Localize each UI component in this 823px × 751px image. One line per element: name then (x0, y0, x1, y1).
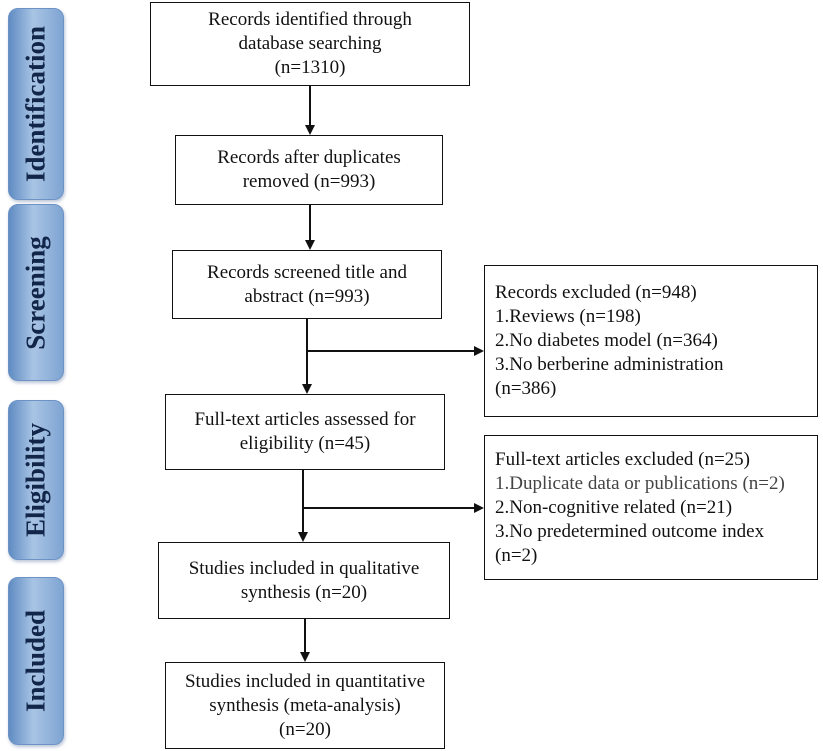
box-quantitative: Studies included in quantitative synthes… (165, 662, 445, 749)
phase-screening: Screening (8, 204, 64, 381)
records-excluded-title: Records excluded (n=948) (495, 282, 697, 303)
box-qualitative: Studies included in qualitative synthesi… (158, 542, 450, 619)
records-excluded-item: 1.Reviews (n=198) (495, 306, 641, 327)
full-text-excluded-item: 1.Duplicate data or publications (n=2) (495, 472, 785, 494)
full-text-excluded-title: Full-text articles excluded (n=25) (495, 448, 750, 470)
box-quantitative-text: Studies included in quantitative synthes… (184, 670, 426, 740)
records-excluded-item: 2.No diabetes model (n=364) (495, 330, 718, 351)
phase-identification: Identification (8, 8, 64, 200)
records-excluded-item: 3.No berberine administration (n=386) (495, 354, 724, 399)
box-records-excluded: Records excluded (n=948) 1.Reviews (n=19… (484, 265, 818, 417)
box-records-screened-text: Records screened title and abstract (n=9… (207, 261, 407, 307)
box-records-screened: Records screened title and abstract (n=9… (172, 250, 442, 319)
phase-included: Included (8, 577, 64, 745)
box-full-text-excluded: Full-text articles excluded (n=25) 1.Dup… (484, 435, 818, 580)
phase-eligibility: Eligibility (8, 400, 64, 560)
box-records-identified-text: Records identified through database sear… (208, 9, 412, 78)
box-after-duplicates-text: Records after duplicates removed (n=993) (217, 147, 401, 192)
box-qualitative-text: Studies included in qualitative synthesi… (188, 557, 420, 603)
box-full-text-assessed-text: Full-text articles assessed for eligibil… (194, 409, 416, 454)
full-text-excluded-item: 2.Non-cognitive related (n=21) (495, 496, 733, 518)
box-full-text-assessed: Full-text articles assessed for eligibil… (165, 394, 445, 470)
box-records-identified: Records identified through database sear… (150, 2, 470, 86)
full-text-excluded-item: 3.No predetermined outcome index (n=2) (495, 520, 765, 566)
box-after-duplicates: Records after duplicates removed (n=993) (175, 135, 443, 205)
